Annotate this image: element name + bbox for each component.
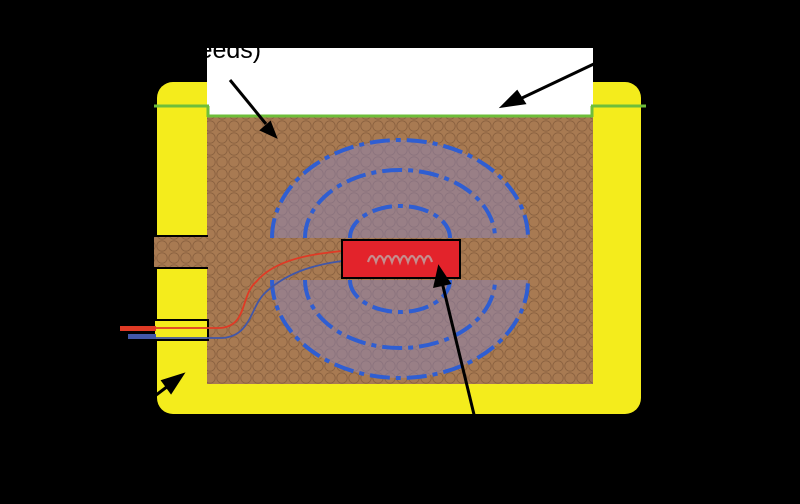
heat-arc-mid-bottom — [303, 279, 497, 350]
arrow-heat-shaft — [440, 281, 486, 457]
arrow-cap-shaft — [521, 60, 599, 100]
heat-field-lower-fill — [272, 280, 528, 378]
arrows — [117, 60, 599, 457]
cable-stub-red — [120, 326, 156, 331]
arrow-cap-head — [498, 89, 527, 109]
label-plexiglass-cap: Plexiglass cap — [606, 28, 766, 56]
cable-stub-blue — [128, 334, 156, 339]
heat-arc-outer-bottom — [270, 279, 530, 380]
arrow-insulation-shaft — [117, 384, 169, 426]
label-substrate-line2: grass seeds) — [118, 36, 261, 64]
arrow-heat-head — [433, 264, 452, 288]
heat-arc-mid-top — [303, 168, 497, 239]
wire-conduit — [153, 319, 209, 341]
arrow-substrate-shaft — [228, 79, 268, 125]
heat-field-upper-fill — [272, 140, 528, 238]
wire-red — [120, 250, 343, 329]
wire-blue — [128, 260, 343, 339]
heat-coil — [366, 254, 434, 266]
label-substrate-line1: Substrate (with inoculated — [118, 2, 406, 30]
heat-field — [270, 138, 530, 380]
label-insulation: Insulation — [4, 424, 111, 452]
plexiglass-cap — [207, 48, 593, 116]
substrate-channel-pattern — [154, 236, 208, 268]
heat-arc-inner-top — [348, 204, 452, 239]
heat-arc-outer-top — [270, 138, 530, 239]
arrow-substrate-head — [259, 120, 278, 139]
label-heat-source: Heat source — [484, 474, 619, 502]
arrow-insulation-head — [160, 372, 186, 395]
